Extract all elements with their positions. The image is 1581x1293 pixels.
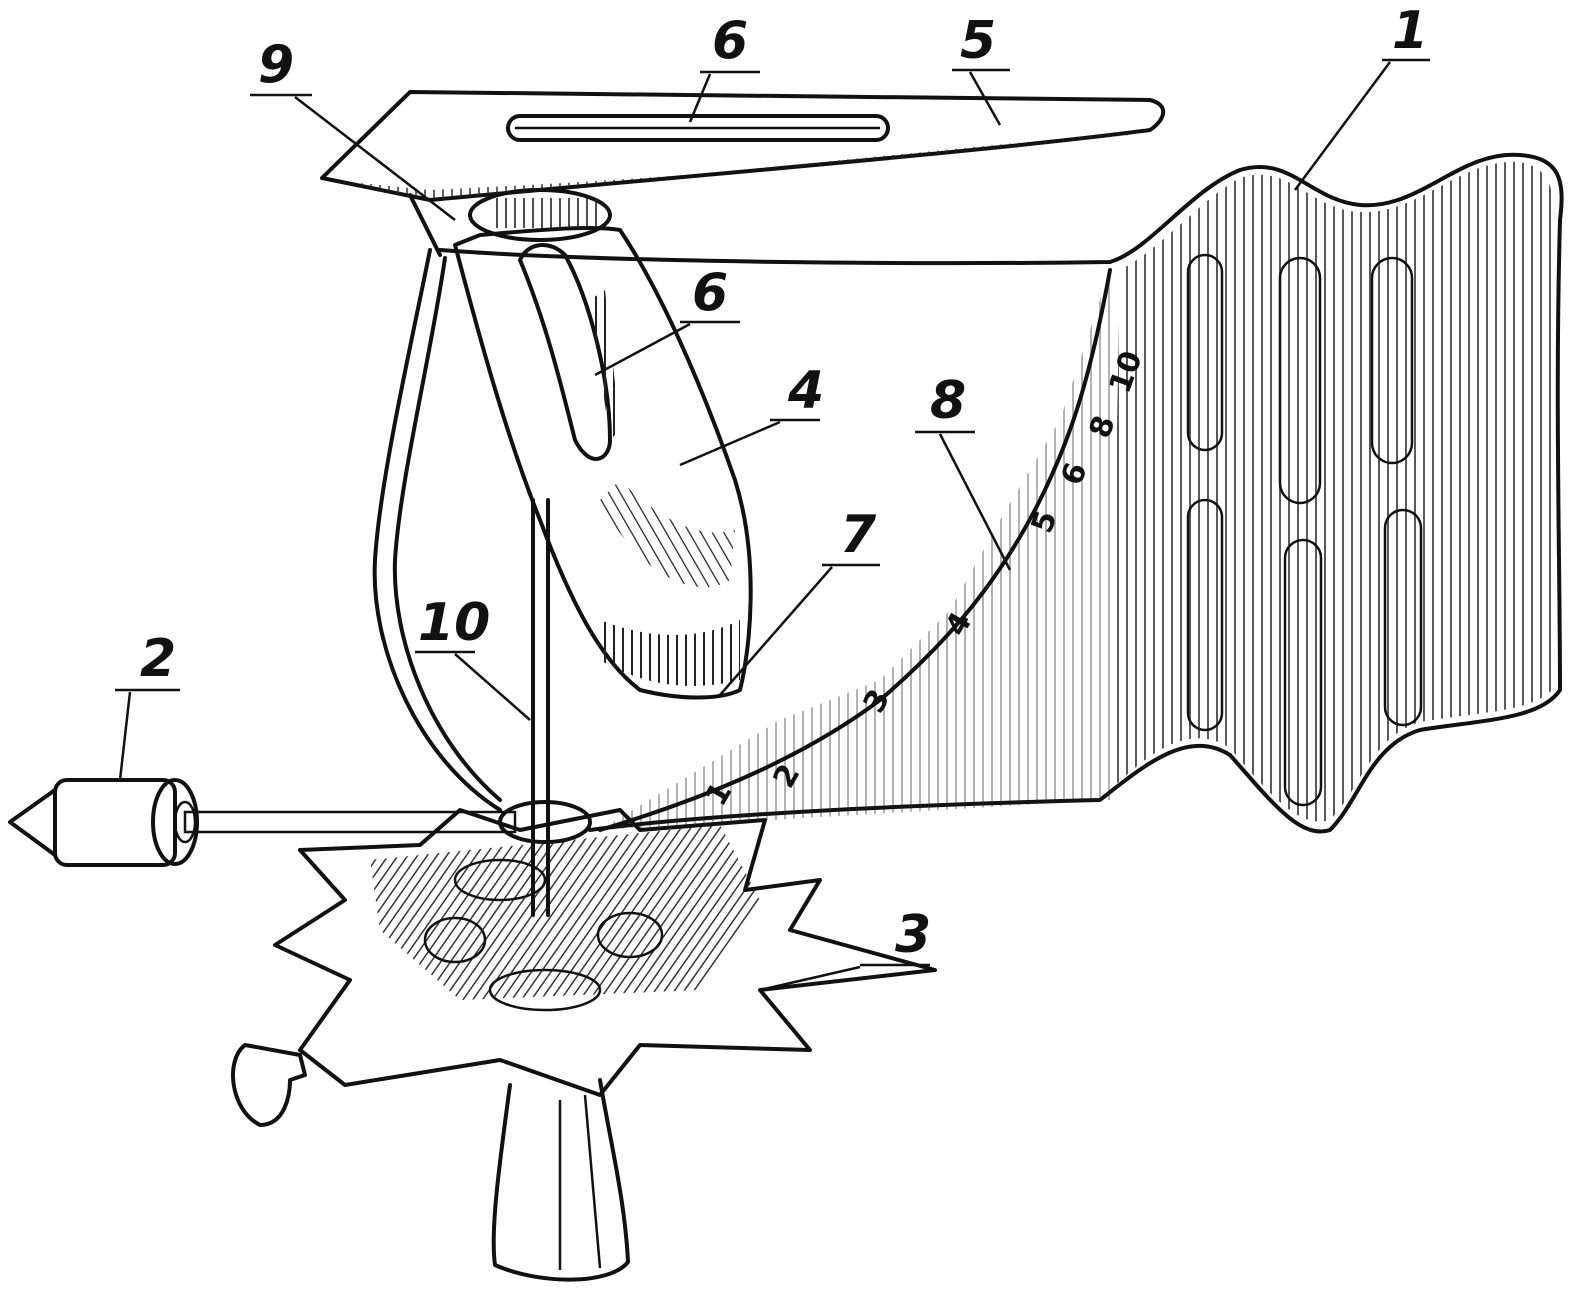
shaft [183,800,592,844]
callout-7: 7 [840,505,877,565]
callouts: 1 2 3 4 5 6 6 7 8 9 [115,1,1430,992]
callout-3: 3 [895,905,931,965]
counterweight [8,778,199,867]
callout-2: 2 [140,629,176,689]
tail-fin [438,152,1564,834]
callout-1: 1 [1392,1,1428,61]
callout-5: 5 [960,11,996,71]
pressure-plate [453,188,753,700]
callout-10: 10 [418,593,490,653]
callout-8: 8 [930,371,966,431]
compass-star-plate [231,808,937,1127]
frame-loop [372,248,502,812]
callout-6-mid: 6 [692,263,728,323]
callout-6-top: 6 [712,11,748,71]
callout-4: 4 [787,361,824,421]
axle [531,498,550,917]
callout-9: 9 [258,35,294,95]
base-cone [491,1078,630,1282]
vane-top-plate [320,90,1166,257]
